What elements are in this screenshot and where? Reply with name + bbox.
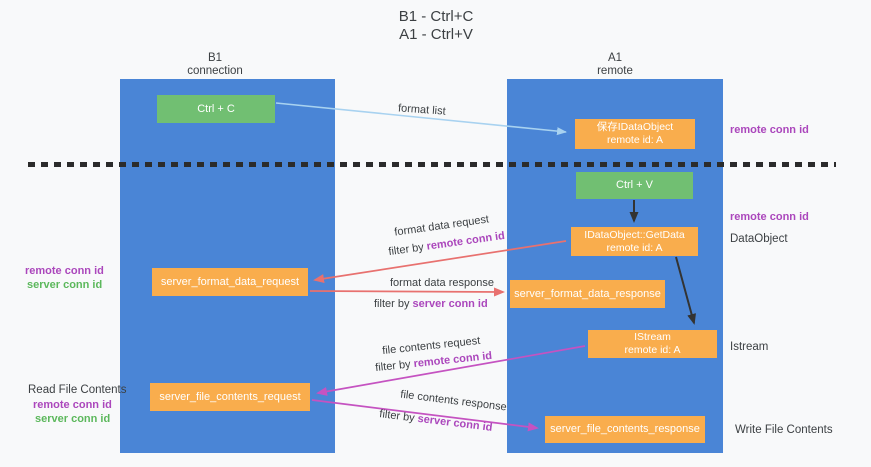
flow-label-file-contents-response: file contents response <box>399 388 508 414</box>
flow-label-format-data-response: format data response <box>390 277 494 289</box>
server-format-data-response-label: server_format_data_response <box>514 287 661 300</box>
arrow-format-data-response <box>309 287 505 297</box>
lane-a1-title: A1 <box>607 52 623 64</box>
label-remote-conn-id-mid: remote conn id <box>730 211 809 223</box>
save-dataobject-line1: 保存IDataObject <box>596 121 674 133</box>
server-file-contents-request-label: server_file_contents_request <box>159 390 301 403</box>
box-ctrl-v: Ctrl + V <box>576 172 693 199</box>
getdata-line2: remote id: A <box>606 241 663 254</box>
lane-a1-subtitle: remote <box>597 65 633 77</box>
box-ctrl-c: Ctrl + C <box>157 95 275 123</box>
flow-label-file-response-filter: filter by server conn id <box>379 408 493 434</box>
istream-line2: remote id: A <box>624 344 681 356</box>
flow-label-format-list: format list <box>397 102 447 118</box>
lane-b1-subtitle: connection <box>187 65 243 77</box>
filter-by-text: filter by <box>378 408 419 425</box>
title-line-1: B1 - Ctrl+C <box>398 8 474 25</box>
dashed-separator <box>28 162 836 167</box>
label-remote-conn-id-top: remote conn id <box>730 124 809 136</box>
server-conn-id-text: server conn id <box>412 298 488 310</box>
filter-by-text: filter by <box>374 358 415 375</box>
box-server-file-contents-response: server_file_contents_response <box>545 416 705 443</box>
server-format-data-request-label: server_format_data_request <box>160 275 300 288</box>
label-istream: Istream <box>730 341 769 353</box>
label-left-server-conn-id-1: server conn id <box>27 279 103 291</box>
remote-conn-id-text: remote conn id <box>412 349 493 371</box>
box-server-format-data-request: server_format_data_request <box>152 268 308 296</box>
ctrl-c-label: Ctrl + C <box>197 102 235 115</box>
box-server-file-contents-request: server_file_contents_request <box>150 383 310 411</box>
label-left-server-conn-id-2: server conn id <box>35 413 111 425</box>
server-conn-id-text: server conn id <box>416 412 494 434</box>
label-left-remote-conn-id-1: remote conn id <box>25 265 104 277</box>
filter-by-text: filter by <box>374 298 413 310</box>
label-read-file-contents: Read File Contents <box>28 384 127 396</box>
box-save-dataobject: 保存IDataObject remote id: A <box>575 119 695 149</box>
save-dataobject-line2: remote id: A <box>606 134 664 146</box>
server-file-contents-response-label: server_file_contents_response <box>550 423 700 435</box>
label-left-remote-conn-id-2: remote conn id <box>33 399 112 411</box>
lane-header-b1: B1 connection <box>120 52 310 78</box>
box-idataobject-getdata: IDataObject::GetData remote id: A <box>571 227 698 256</box>
box-istream: IStream remote id: A <box>588 330 717 358</box>
remote-conn-id-text: remote conn id <box>425 229 506 253</box>
label-write-file-contents: Write File Contents <box>735 424 833 436</box>
flow-label-format-response-filter: filter by server conn id <box>374 298 488 310</box>
title-line-2: A1 - Ctrl+V <box>399 26 473 43</box>
filter-by-text: filter by <box>387 240 428 259</box>
ctrl-v-label: Ctrl + V <box>616 179 653 191</box>
istream-line1: IStream <box>634 331 671 343</box>
lane-b1-title: B1 <box>207 52 223 64</box>
box-server-format-data-response: server_format_data_response <box>510 280 665 308</box>
getdata-line1: IDataObject::GetData <box>584 228 685 241</box>
diagram-title: B1 - Ctrl+C A1 - Ctrl+V <box>356 8 516 44</box>
lane-header-a1: A1 remote <box>507 52 723 78</box>
label-dataobject: DataObject <box>730 233 788 245</box>
